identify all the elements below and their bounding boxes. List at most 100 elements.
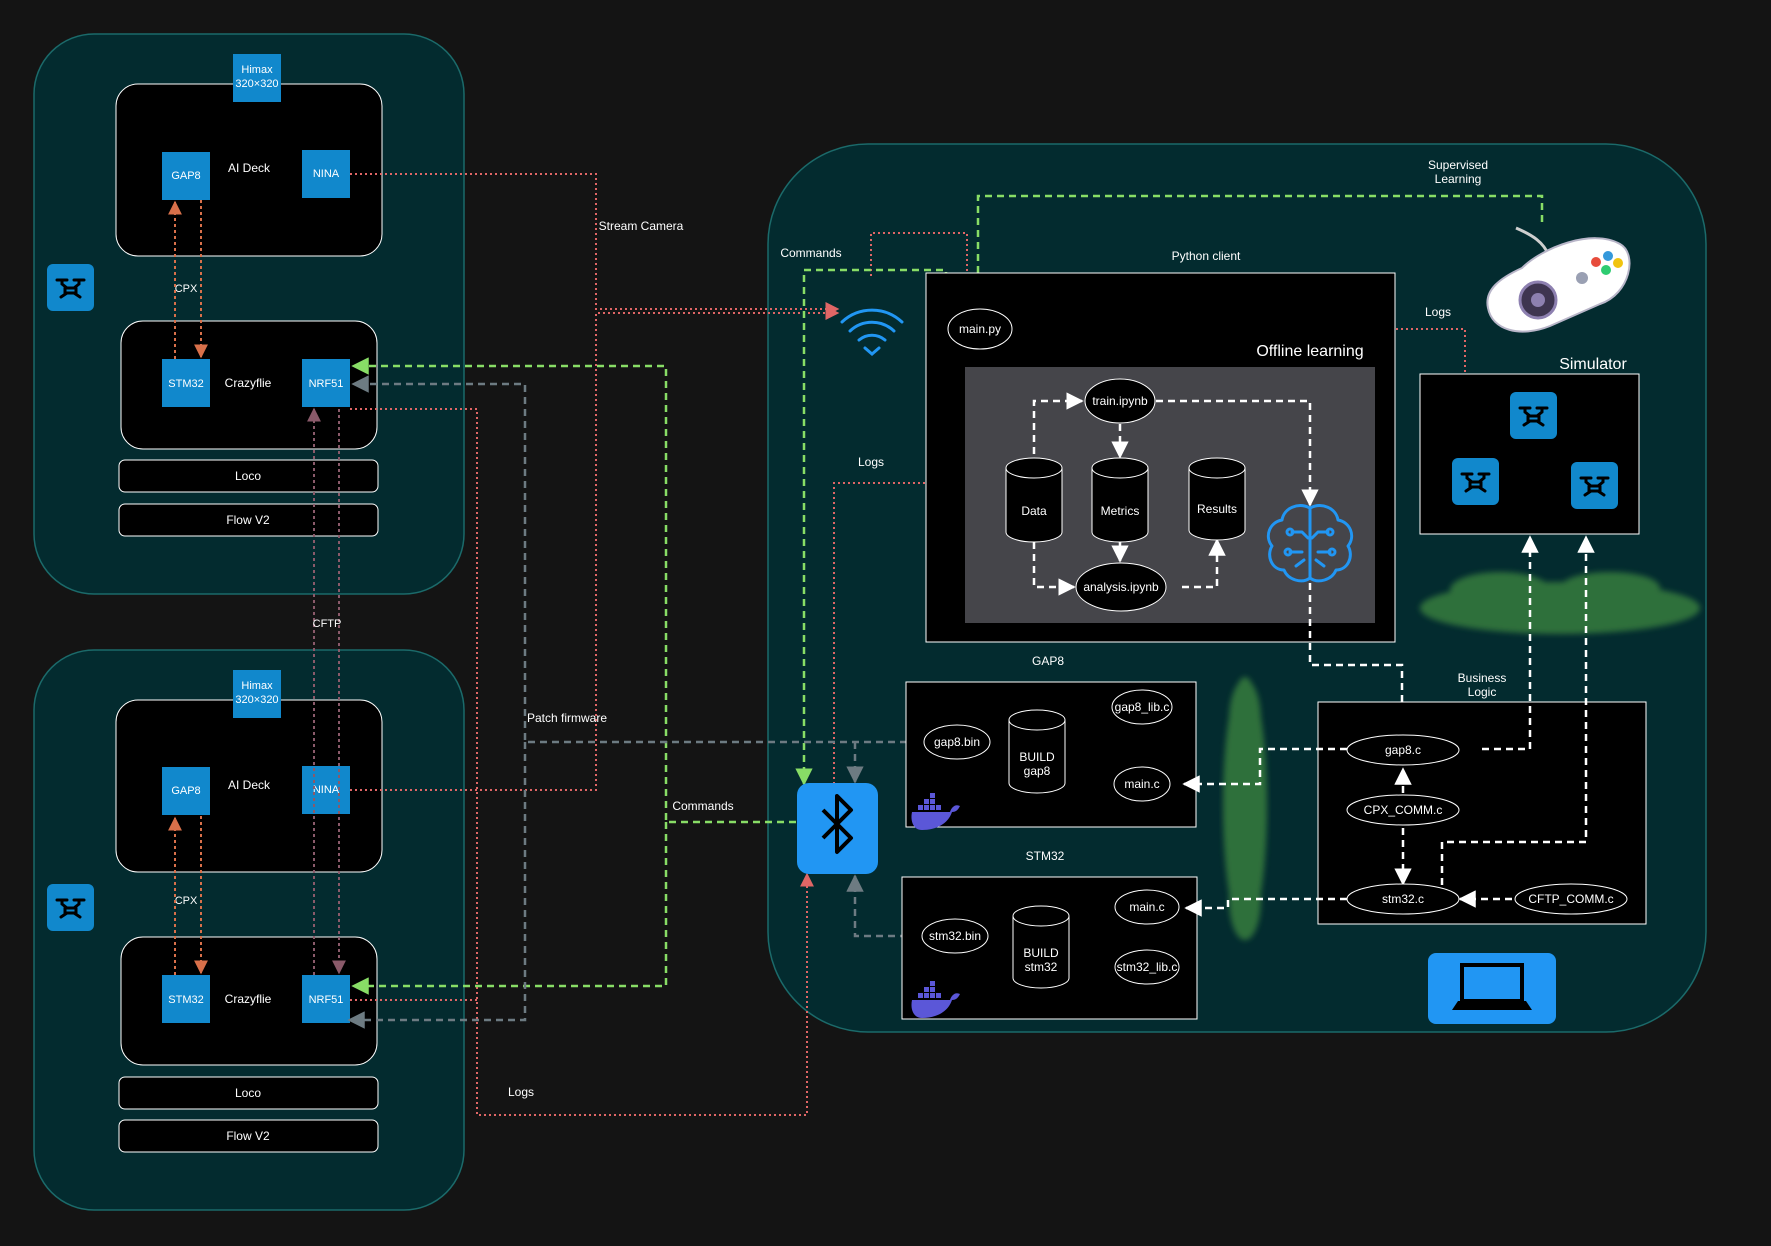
python-client-title: Python client <box>1172 249 1241 263</box>
nrf51-chip <box>302 975 350 1023</box>
business-flow-links <box>1182 535 1595 917</box>
gap8-main-label: main.c <box>1124 777 1159 791</box>
gap8-bin-node[interactable] <box>923 724 991 760</box>
gap8-c-label: gap8.c <box>1385 743 1421 757</box>
nina-chip-label: NINA <box>313 784 340 796</box>
stm32-c-label: stm32.c <box>1382 892 1424 906</box>
gap8-main-node[interactable] <box>1113 766 1171 802</box>
laptop-icon <box>1428 953 1556 1024</box>
crazyflie-label: Crazyflie <box>225 992 272 1006</box>
himax-label: Himax <box>241 680 273 692</box>
cpx-comm-label: CPX_COMM.c <box>1364 803 1443 817</box>
cpx-links <box>168 200 208 975</box>
gap8-chip <box>162 767 210 815</box>
commands-label-upper: Commands <box>780 246 841 260</box>
flow-deck-label: Flow V2 <box>226 513 270 527</box>
gamepad-icon <box>1486 226 1631 333</box>
cftp-label: CFTP <box>313 618 342 630</box>
gap8-build-label-2: gap8 <box>1024 764 1051 778</box>
stm32-lib-node[interactable] <box>1114 949 1180 985</box>
nrf51-chip <box>302 359 350 407</box>
analysis-notebook-label: analysis.ipynb <box>1083 580 1159 594</box>
docker-icon <box>911 981 960 1018</box>
logs-label-mid: Logs <box>858 455 884 469</box>
wifi-icon <box>840 308 904 356</box>
gap8-bin-label: gap8.bin <box>934 735 980 749</box>
flow-deck <box>118 1119 379 1153</box>
supervised-learning-label-1: Supervised <box>1428 158 1488 172</box>
cftp-links <box>307 407 346 975</box>
stm32-main-label: main.c <box>1129 900 1164 914</box>
stm32-build-title: STM32 <box>1026 849 1065 863</box>
nina-chip <box>302 766 350 814</box>
nrf51-chip-label: NRF51 <box>309 994 344 1006</box>
docker-icon <box>911 793 960 830</box>
logs-label-simulator: Logs <box>1425 305 1451 319</box>
data-store[interactable] <box>1005 457 1063 543</box>
main-py-node[interactable] <box>947 308 1013 350</box>
gap8-build-title: GAP8 <box>1032 654 1064 668</box>
cpx-label: CPX <box>175 283 198 295</box>
stm32-c-node[interactable] <box>1346 883 1460 915</box>
data-store-label: Data <box>1021 504 1047 518</box>
metrics-store[interactable] <box>1091 457 1149 543</box>
stm32-chip <box>162 975 210 1023</box>
stm32-build-label-2: stm32 <box>1025 960 1058 974</box>
stm32-chip <box>162 359 210 407</box>
gap8-build-label-1: BUILD <box>1019 750 1055 764</box>
stm32-chip-label: STM32 <box>168 378 203 390</box>
loco-deck-label: Loco <box>235 469 261 483</box>
ai-deck-label: AI Deck <box>228 161 271 175</box>
cftp-comm-label: CFTP_COMM.c <box>1528 892 1613 906</box>
patch-firmware-label: Patch firmware <box>527 711 607 725</box>
cftp-comm-node[interactable] <box>1514 883 1628 915</box>
gap8-lib-node[interactable] <box>1111 689 1173 725</box>
nina-chip-label: NINA <box>313 168 340 180</box>
stm32-chip-label: STM32 <box>168 994 203 1006</box>
stm32-lib-label: stm32_lib.c <box>1117 960 1178 974</box>
gap8-chip <box>162 152 210 200</box>
stream-camera-links <box>350 173 840 791</box>
simulator-title: Simulator <box>1559 356 1627 373</box>
loco-deck-label: Loco <box>235 1086 261 1100</box>
offline-flow-links <box>1032 392 1411 737</box>
himax-resolution: 320×320 <box>235 78 278 90</box>
stm32-main-node[interactable] <box>1114 889 1180 925</box>
himax-camera <box>233 670 281 718</box>
sim-drone-icon <box>1571 462 1618 509</box>
results-store[interactable] <box>1188 457 1246 541</box>
logs-label-lower: Logs <box>508 1085 534 1099</box>
stm32-build-label-1: BUILD <box>1023 946 1059 960</box>
stm32-bin-node[interactable] <box>921 918 989 954</box>
stm32-bin-label: stm32.bin <box>929 929 981 943</box>
stream-camera-label: Stream Camera <box>599 219 684 233</box>
crazyflie-label: Crazyflie <box>225 376 272 390</box>
gap8-lib-label: gap8_lib.c <box>1115 700 1170 714</box>
drone-unit-2: Himax 320×320 GAP8 AI Deck NINA CPX STM3… <box>47 670 383 1153</box>
loco-deck <box>118 1076 379 1110</box>
firewall-shape <box>1223 677 1267 940</box>
supervised-learning-label-2: Learning <box>1435 172 1482 186</box>
stm32-build-store <box>1012 905 1070 989</box>
train-notebook-label: train.ipynb <box>1092 394 1148 408</box>
analysis-notebook-node[interactable] <box>1075 562 1167 612</box>
gap8-c-node[interactable] <box>1346 734 1460 766</box>
brain-icon <box>1266 504 1354 583</box>
flow-deck-label: Flow V2 <box>226 1129 270 1143</box>
drone-icon <box>47 884 94 931</box>
main-py-label: main.py <box>959 322 1001 336</box>
results-store-label: Results <box>1197 502 1237 516</box>
ai-deck-label: AI Deck <box>228 778 271 792</box>
commands-label-lower: Commands <box>672 799 733 813</box>
train-notebook-node[interactable] <box>1084 378 1156 424</box>
cpx-label: CPX <box>175 895 198 907</box>
himax-camera <box>233 54 281 102</box>
nrf51-chip-label: NRF51 <box>309 378 344 390</box>
himax-resolution: 320×320 <box>235 694 278 706</box>
business-logic-title-1: Business <box>1458 671 1507 685</box>
gap8-chip-label: GAP8 <box>171 170 200 182</box>
offline-learning-title: Offline learning <box>1256 343 1363 360</box>
cpx-comm-node[interactable] <box>1346 794 1460 826</box>
sim-drone-icon <box>1510 392 1557 439</box>
